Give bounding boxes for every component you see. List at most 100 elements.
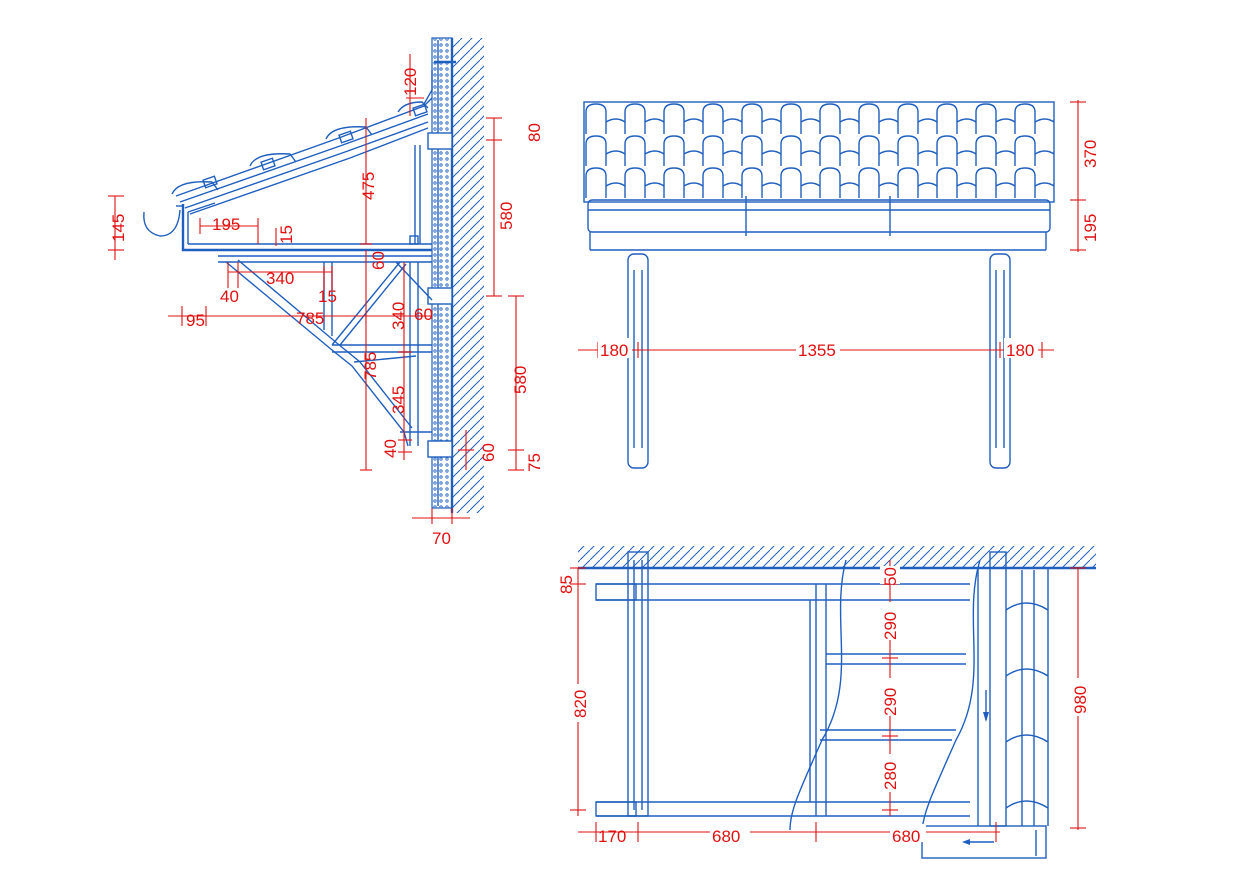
roof-tile [624, 167, 646, 198]
front-view: 370 195 180 1355 180 [578, 100, 1100, 469]
roof-tile-channel [1034, 182, 1055, 187]
roof-tile-channel [722, 118, 743, 123]
roof-tile-channel [956, 118, 977, 123]
roof-tile [975, 103, 997, 134]
roof-tile-channel [956, 182, 977, 187]
roof-tile-channel [878, 150, 899, 155]
dim-75: 75 [525, 453, 544, 472]
dim-680-right: 680 [892, 827, 920, 846]
roof-tile [858, 103, 880, 134]
dim-15-bottom: 15 [318, 287, 337, 306]
dim-95: 95 [186, 311, 205, 330]
plan-wall-hatch [578, 546, 1096, 568]
wall-hatch [452, 38, 484, 513]
roof-tile [1014, 167, 1036, 198]
dim-370: 370 [1081, 140, 1100, 168]
plan-post-left [627, 551, 649, 817]
roof-tile-channel [683, 150, 704, 155]
roof-tile [741, 167, 763, 198]
dim-60-mid: 60 [414, 305, 433, 324]
plan-view: 85 50 290 290 280 820 980 170 680 680 [557, 546, 1096, 859]
roof-tile-channel [995, 150, 1016, 155]
dim-340-horizontal: 340 [266, 269, 294, 288]
roof-tile-channel [1034, 118, 1055, 123]
dim-40-bottom: 40 [381, 439, 400, 458]
roof-tiles-section [171, 70, 433, 215]
roof-tile-channel [605, 150, 626, 155]
dim-820: 820 [571, 690, 590, 718]
roof-tile [702, 167, 724, 198]
roof-tile [702, 103, 724, 134]
roof-tile [897, 167, 919, 198]
dim-290-upper: 290 [881, 612, 900, 640]
roof-tile-channel [683, 182, 704, 187]
roof-tile-channel [917, 182, 938, 187]
roof-tile [585, 167, 607, 198]
roof-tile [741, 135, 763, 166]
roof-tile [585, 103, 607, 134]
roof-tile-channel [878, 182, 899, 187]
wall-insulation [431, 37, 453, 509]
roof-tile [936, 135, 958, 166]
roof-tile-channel [761, 118, 782, 123]
roof-tile-channel [878, 118, 899, 123]
dim-680-left: 680 [712, 827, 740, 846]
dim-340-vertical: 340 [389, 302, 408, 330]
dim-785-horizontal: 785 [296, 309, 324, 328]
roof-tile-channel [800, 118, 821, 123]
roof-tile-channel [761, 150, 782, 155]
front-post-right [989, 253, 1011, 469]
roof-tile-channel [605, 118, 626, 123]
dim-1355: 1355 [798, 341, 836, 360]
roof-tile-channel [644, 182, 665, 187]
roof-tile-channel [800, 150, 821, 155]
roof-tile-channel [722, 182, 743, 187]
plan-post-right [989, 551, 1007, 827]
dim-180-left: 180 [600, 341, 628, 360]
roof-tile [663, 167, 685, 198]
roof-tile [897, 135, 919, 166]
bracket-truss [218, 255, 433, 447]
dim-580-lower: 580 [511, 366, 530, 394]
dim-345: 345 [389, 386, 408, 414]
roof-tile [624, 103, 646, 134]
dim-60-top: 60 [369, 251, 388, 270]
dim-70: 70 [432, 529, 451, 548]
dim-80: 80 [525, 123, 544, 142]
dim-580-upper: 580 [497, 202, 516, 230]
roof-tile [819, 103, 841, 134]
roof-tile-channel [683, 118, 704, 123]
dim-40-left: 40 [220, 287, 239, 306]
dim-85: 85 [557, 575, 576, 594]
roof-tile-channel [644, 150, 665, 155]
dim-60-bottom: 60 [479, 443, 498, 462]
dim-120: 120 [401, 68, 420, 96]
roof-tile-channel [605, 182, 626, 187]
roof-tile [585, 135, 607, 166]
dim-50: 50 [881, 567, 900, 586]
dim-195-front: 195 [1081, 214, 1100, 242]
roof-tile [780, 135, 802, 166]
roof-tile-channel [917, 118, 938, 123]
roof-tile [975, 167, 997, 198]
dim-475: 475 [359, 172, 378, 200]
roof-tile-channel [917, 150, 938, 155]
dim-180-right: 180 [1006, 341, 1034, 360]
roof-tile-channel [644, 118, 665, 123]
roof-tile-channel [1034, 150, 1055, 155]
roof-tile [702, 135, 724, 166]
roof-tile-channel [839, 118, 860, 123]
dim-980: 980 [1071, 686, 1090, 714]
roof-tile-channel [722, 150, 743, 155]
roof-tile [819, 167, 841, 198]
roof-tile [1014, 135, 1036, 166]
roof-tile [858, 167, 880, 198]
front-roof-tiles [585, 103, 1055, 198]
dim-15-top: 15 [277, 225, 296, 244]
roof-tile [1014, 103, 1036, 134]
dim-195-side: 195 [212, 215, 240, 234]
roof-tile-channel [995, 182, 1016, 187]
roof-tile-channel [995, 118, 1016, 123]
dim-280: 280 [881, 762, 900, 790]
